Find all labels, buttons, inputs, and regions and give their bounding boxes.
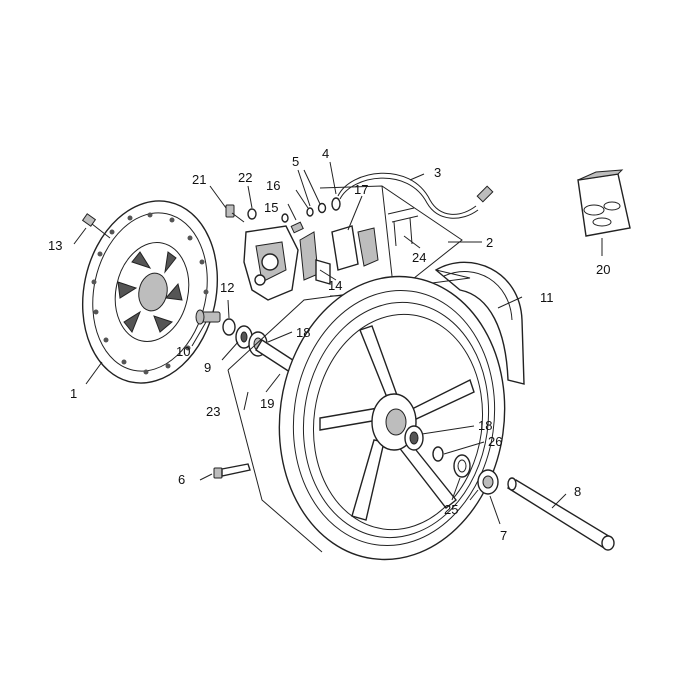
wheel-axle	[506, 477, 615, 551]
callout-12: 12	[220, 280, 234, 295]
callout-26: 26	[488, 434, 502, 449]
caliper-bolt	[225, 204, 257, 223]
spacer-ring	[222, 318, 236, 336]
bearing-18-right	[404, 425, 424, 451]
callout-6: 6	[178, 472, 185, 487]
bleed-valve	[281, 202, 327, 234]
callout-23: 23	[206, 404, 220, 419]
bearing-kit-box	[577, 169, 631, 237]
callout-11: 11	[540, 290, 554, 305]
callout-16: 16	[266, 178, 280, 193]
callout-15: 15	[264, 200, 278, 215]
callout-13: 13	[48, 238, 62, 253]
disc-bolt	[81, 213, 111, 239]
hub-bolt	[195, 309, 221, 325]
callout-20: 20	[596, 262, 610, 277]
oil-seal	[432, 446, 444, 462]
brake-pads	[299, 225, 379, 285]
callout-22: 22	[238, 170, 252, 185]
callout-25: 25	[444, 502, 458, 517]
callout-10: 10	[176, 344, 190, 359]
callout-19: 19	[260, 396, 274, 411]
callout-3: 3	[434, 165, 441, 180]
callout-4: 4	[322, 146, 329, 161]
callout-2: 2	[486, 235, 493, 250]
pad-spring	[387, 207, 419, 247]
callout-14: 14	[328, 278, 342, 293]
mudguard	[434, 261, 525, 385]
brake-disc	[81, 200, 219, 384]
brake-caliper	[243, 225, 299, 301]
leader-lines	[73, 161, 603, 525]
callout-7: 7	[500, 528, 507, 543]
callout-18b: 18	[478, 418, 492, 433]
callout-21: 21	[192, 172, 206, 187]
callout-17: 17	[354, 182, 368, 197]
speedometer-drive	[469, 469, 499, 501]
callout-5: 5	[292, 154, 299, 169]
spacer-washer	[453, 454, 471, 478]
callout-18a: 18	[296, 325, 310, 340]
callouts: 1 2 3 4 5 6 7 8 9 10 11 12 13 14 15 16 1…	[48, 146, 610, 543]
callout-9: 9	[204, 360, 211, 375]
axle-pinch-bolt	[213, 463, 251, 479]
callout-8: 8	[574, 484, 581, 499]
callout-1: 1	[70, 386, 77, 401]
brake-hose	[331, 172, 494, 219]
wheel-rim	[278, 275, 506, 561]
callout-24: 24	[412, 250, 426, 265]
